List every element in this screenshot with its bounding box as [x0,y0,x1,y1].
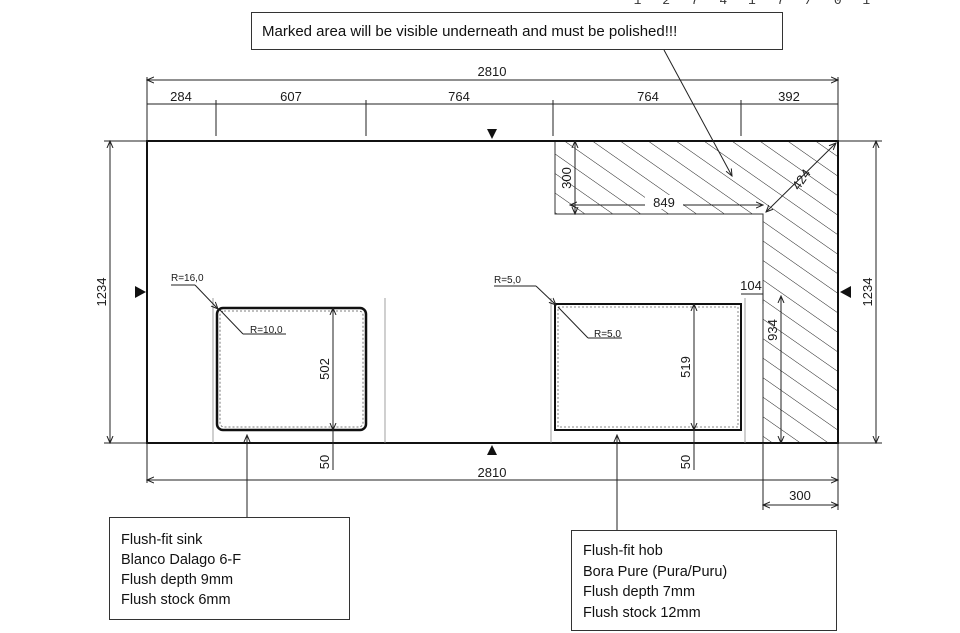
dim-right-height-label: 1234 [860,278,875,307]
dim-bottom-right [763,443,838,510]
dim-top-total [147,77,838,141]
polish-note-text: Marked area will be visible underneath a… [262,23,678,40]
dim-polish-width-bg [645,195,683,209]
dim-right-height [838,141,882,443]
dim-seg-2-label: 607 [280,89,302,104]
marker-top-icon [487,129,497,139]
dim-sink-height-label: 502 [317,358,332,380]
drawing-serial-number: * 1 2 7 4 1 7 / 0 1 * [605,0,906,8]
sink-note-line: Blanco Dalago 6-F [121,552,242,568]
dim-seg-3-label: 764 [448,89,470,104]
sink-radius-outer-label: R=16,0 [171,273,204,284]
marker-bottom-icon [487,445,497,455]
dim-polish-width-label: 849 [653,195,675,210]
hob-note-line: Flush depth 7mm [583,584,696,600]
dim-hob-bottom-label: 50 [678,455,693,469]
dim-seg-5-label: 392 [778,89,800,104]
dim-segments [147,100,838,136]
dim-right-offset-label: 104 [740,278,762,293]
hob-cutout [554,303,742,431]
sink-note-line: Flush stock 6mm [121,592,231,608]
hob-radius-inner-label: R=5,0 [594,329,621,340]
dim-top-total-label: 2810 [478,64,507,79]
sink-radius-leaders [171,284,286,335]
dim-seg-1-label: 284 [170,89,192,104]
dim-polish-diag [766,143,836,212]
sink-radius-inner-label: R=10,0 [250,325,283,336]
marker-left-icon [135,286,146,298]
dim-bottom-total-label: 2810 [478,465,507,480]
dim-left-height [104,141,147,443]
marker-right-icon [840,286,851,298]
hob-note-line: Bora Pure (Pura/Puru) [583,563,728,580]
polished-area-inner-edge [554,141,764,443]
dim-polish-side-label: 934 [765,319,780,341]
sink-cutout-inner [219,310,364,428]
sink-cutout [215,306,368,432]
hob-radius-leaders [494,285,622,339]
note-top-leader [663,49,732,176]
dim-right-offset [741,290,764,304]
dim-bottom-right-label: 300 [789,488,811,503]
dim-left-height-label: 1234 [94,278,109,307]
hob-note-box: Flush-fit hob Bora Pure (Pura/Puru) Flus… [571,530,837,631]
hob-note-line: Flush stock 12mm [583,604,701,621]
dim-hob-height-label: 519 [678,356,693,378]
dim-seg-4-label: 764 [637,89,659,104]
sink-note-line: Flush-fit sink [121,532,203,548]
countertop-outline [146,140,839,444]
hob-note-line: Flush-fit hob [583,543,663,559]
sink-note-box: Flush-fit sink Blanco Dalago 6-F Flush d… [109,517,350,620]
polish-note-box: Marked area will be visible underneath a… [251,12,783,50]
dim-sink-bottom-label: 50 [317,455,332,469]
hob-cutout-inner [557,306,739,428]
sink-note-line: Flush depth 9mm [121,572,234,588]
dim-polish-depth-label: 300 [559,167,574,189]
hob-radius-outer-label: R=5,0 [494,275,521,286]
